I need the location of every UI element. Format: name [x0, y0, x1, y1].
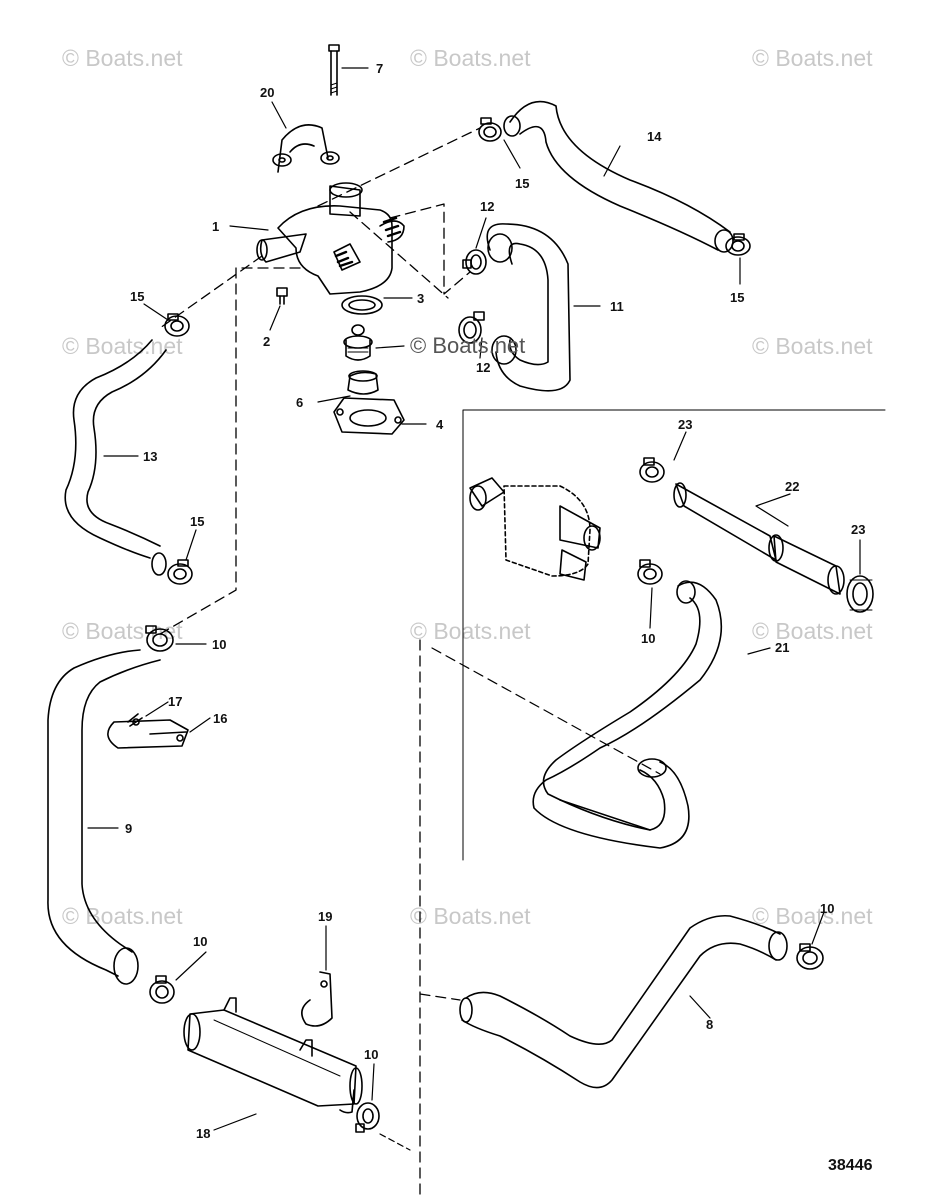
- fitting-inset: [469, 477, 601, 581]
- hose-part-9: [47, 649, 161, 985]
- bolt-part-2: [276, 287, 288, 305]
- clamp-part-23a: [639, 457, 665, 483]
- hose-part-13: [64, 339, 167, 576]
- callout-12: 12: [480, 199, 495, 214]
- callout-8: 8: [706, 1017, 714, 1032]
- callout-15: 15: [515, 176, 530, 191]
- thermostat-part-5: [343, 324, 373, 361]
- callout-12: 12: [476, 360, 491, 375]
- watermark-center: © Boats.net: [410, 333, 526, 358]
- clip-part-19: [301, 971, 333, 1027]
- gasket-part-4: [333, 397, 405, 435]
- callout-13: 13: [143, 449, 158, 464]
- sleeve-part-6: [347, 370, 379, 395]
- callout-18: 18: [196, 1126, 211, 1141]
- hose-part-22: [673, 482, 845, 595]
- hose-part-8: [459, 914, 788, 1089]
- watermark-3: © Boats.net: [752, 45, 873, 71]
- callout-14: 14: [647, 129, 662, 144]
- callout-11: 11: [610, 299, 624, 314]
- clamp-part-12b: [458, 311, 485, 344]
- callout-15: 15: [730, 290, 745, 305]
- clamp-part-15c: [164, 313, 190, 337]
- dash-housing-right: [389, 203, 471, 295]
- callout-2: 2: [263, 334, 271, 349]
- dash-housing-down: [159, 267, 301, 635]
- bracket-part-16: [107, 719, 189, 749]
- dash-inset-diagonal: [431, 647, 661, 775]
- bolt-part-7: [328, 44, 340, 96]
- callout-21: 21: [775, 640, 790, 655]
- callout-10: 10: [641, 631, 656, 646]
- dash-housing-top: [317, 127, 481, 207]
- strap-part-20: [272, 124, 340, 173]
- callout-7: 7: [376, 61, 384, 76]
- clamp-part-15a: [478, 117, 502, 142]
- watermark-9: © Boats.net: [62, 903, 183, 929]
- clamp-part-12a: [462, 249, 487, 275]
- callout-3: 3: [417, 291, 425, 306]
- callout-16: 16: [213, 711, 228, 726]
- callout-15: 15: [190, 514, 205, 529]
- clamp-part-23b: [846, 575, 874, 613]
- hose-part-21: [532, 580, 723, 849]
- thermostat-housing-part-1: [256, 182, 405, 295]
- gasket-part-3: [341, 295, 383, 315]
- heat-exchanger-part-18: [183, 997, 363, 1114]
- watermark-1: © Boats.net: [62, 45, 183, 71]
- callout-10: 10: [364, 1047, 379, 1062]
- callout-10: 10: [212, 637, 227, 652]
- figure-number: 38446: [828, 1157, 873, 1174]
- dash-housing-left: [159, 255, 263, 329]
- callout-22: 22: [785, 479, 800, 494]
- watermark-6: © Boats.net: [62, 618, 183, 644]
- callout-10: 10: [820, 901, 835, 916]
- callout-20: 20: [260, 85, 275, 100]
- callout-9: 9: [125, 821, 133, 836]
- watermark-10: © Boats.net: [410, 903, 531, 929]
- callout-23: 23: [678, 417, 693, 432]
- dash-lower-bottom: [379, 1133, 411, 1151]
- watermark-5: © Boats.net: [752, 333, 873, 359]
- callout-17: 17: [168, 694, 183, 709]
- callout-23: 23: [851, 522, 866, 537]
- callout-15: 15: [130, 289, 145, 304]
- hose-part-11: [486, 223, 571, 392]
- clamp-part-10d: [355, 1102, 380, 1133]
- callout-4: 4: [436, 417, 444, 432]
- clamp-part-10a: [145, 625, 174, 652]
- watermark-11: © Boats.net: [752, 903, 873, 929]
- callout-6: 6: [296, 395, 304, 410]
- inset-frame: [462, 409, 886, 861]
- dash-housing-base: [349, 211, 449, 299]
- clamp-part-10c: [149, 975, 175, 1004]
- callout-19: 19: [318, 909, 333, 924]
- clamp-part-15b: [725, 233, 751, 256]
- clamp-part-10e: [796, 943, 824, 970]
- hose-part-14: [503, 100, 734, 253]
- watermark-2: © Boats.net: [410, 45, 531, 71]
- clamp-part-10b: [637, 559, 663, 585]
- watermark-8: © Boats.net: [752, 618, 873, 644]
- dash-lower-right: [419, 993, 461, 1001]
- watermark-7: © Boats.net: [410, 618, 531, 644]
- screw-part-17: [127, 713, 143, 727]
- callout-10: 10: [193, 934, 208, 949]
- callout-1: 1: [212, 219, 220, 234]
- clamp-part-15d: [167, 559, 193, 585]
